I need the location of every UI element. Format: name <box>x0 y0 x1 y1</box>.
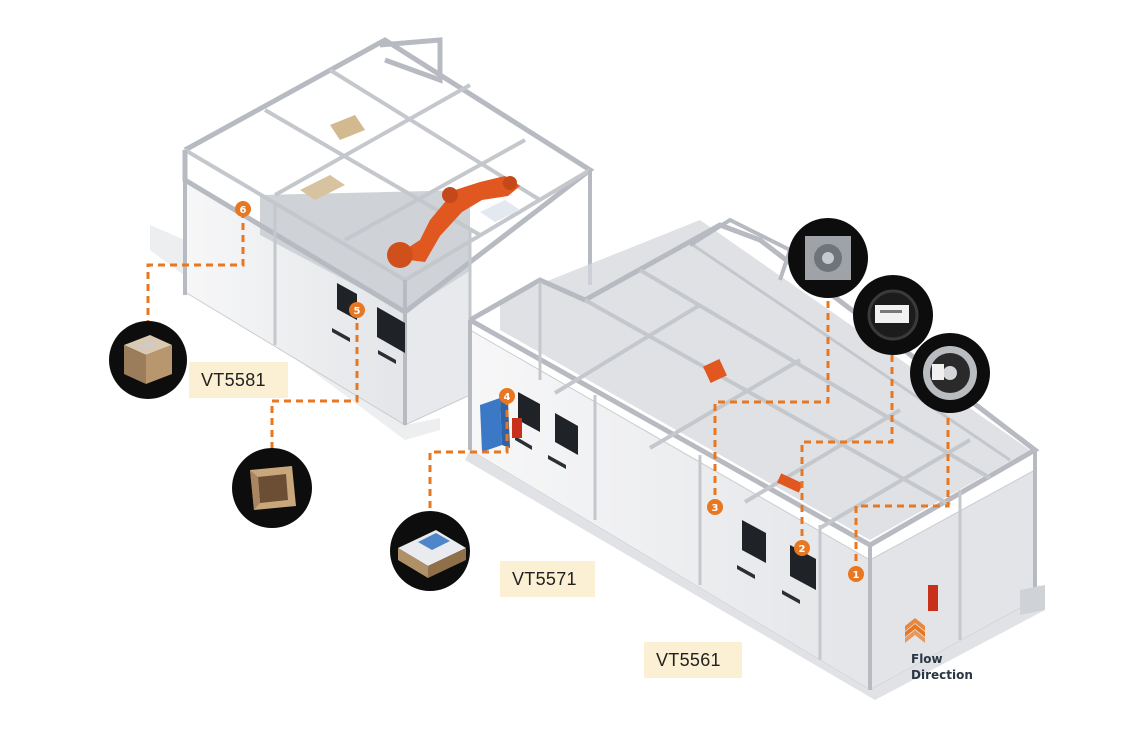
connector-3 <box>713 296 830 507</box>
connector-1 <box>854 412 950 573</box>
label-vt5561: VT5561 <box>644 642 742 678</box>
marker-5: 5 <box>349 302 365 318</box>
thumbnail-wafer-tray <box>788 218 868 298</box>
marker-6-label: 6 <box>240 205 247 216</box>
machine-vt5581 <box>150 37 595 440</box>
thumbnail-reel-with-label <box>853 275 933 355</box>
connector-6 <box>146 211 245 325</box>
label-vt5581: VT5581 <box>189 362 288 398</box>
step-markers: 6 5 4 3 2 1 <box>235 201 864 582</box>
thumbnail-blue-packaged-box <box>390 511 470 591</box>
connector-4 <box>428 398 509 514</box>
marker-5-label: 5 <box>354 306 361 317</box>
flow-direction-line1: Flow <box>911 652 943 666</box>
marker-2-label: 2 <box>799 544 806 555</box>
marker-3-label: 3 <box>712 503 719 514</box>
chevron-up-stack-icon <box>905 618 925 643</box>
flow-connectors <box>146 211 950 573</box>
marker-4: 4 <box>499 388 515 404</box>
marker-2: 2 <box>794 540 810 556</box>
flow-direction-line2: Direction <box>911 668 973 682</box>
thumbnail-open-box <box>232 448 312 528</box>
connector-2 <box>800 355 894 548</box>
label-vt5571: VT5571 <box>500 561 595 597</box>
machine-vt5571-vt5561 <box>465 217 1045 700</box>
connector-5 <box>270 311 359 450</box>
marker-4-label: 4 <box>504 392 511 403</box>
thumbnail-reel <box>910 333 990 413</box>
marker-1: 1 <box>848 566 864 582</box>
thumbnail-sealed-box <box>109 321 187 399</box>
marker-1-label: 1 <box>853 570 860 581</box>
flow-direction-label: Flow Direction <box>911 651 973 683</box>
marker-6: 6 <box>235 201 251 217</box>
marker-3: 3 <box>707 499 723 515</box>
